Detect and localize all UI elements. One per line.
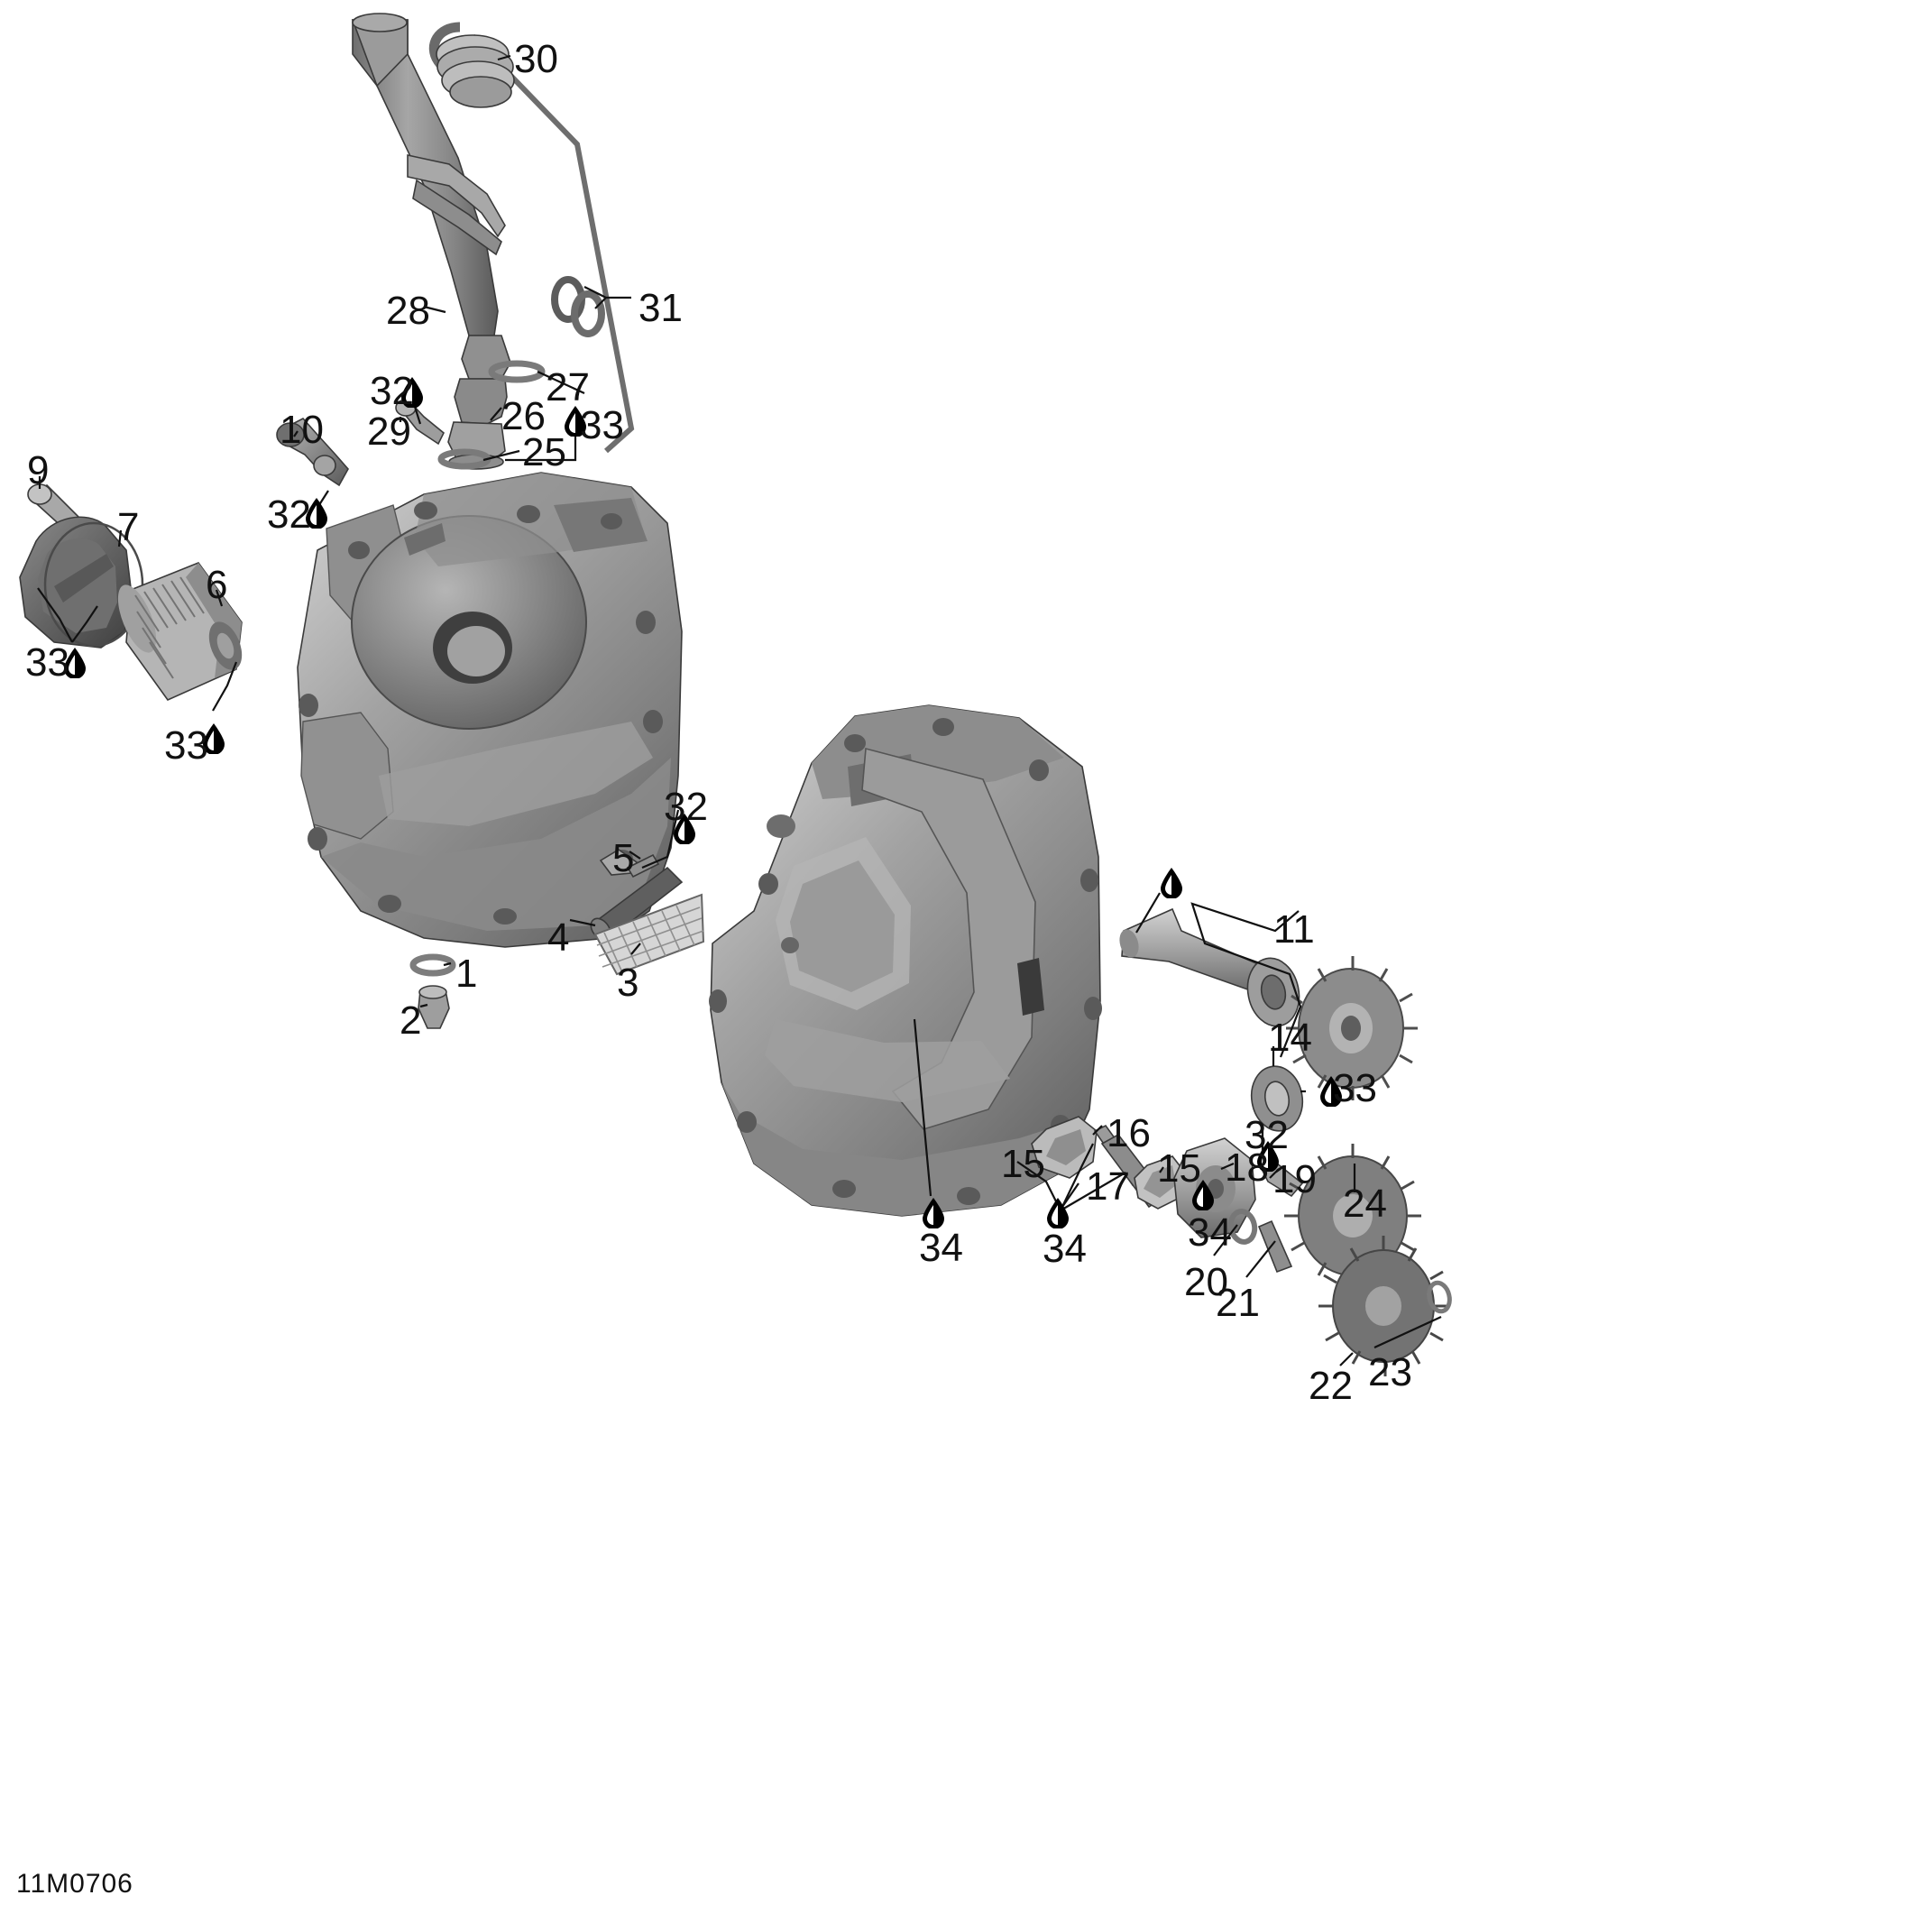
- callout-thread-locker-marker: 32: [1245, 1113, 1289, 1157]
- callout-drain-plug: 2: [400, 998, 422, 1043]
- lubricant-droplet-icon: [1046, 1198, 1070, 1229]
- lubricant-droplet-icon: [400, 377, 424, 409]
- callout-pump-shaft-pin: 17: [1086, 1164, 1130, 1209]
- lubricant-droplet-icon: [202, 723, 225, 755]
- callout-retaining-screw: 29: [367, 409, 411, 454]
- lubricant-droplet-icon: [305, 498, 328, 529]
- callout-pump-shaft: 16: [1107, 1111, 1151, 1155]
- callout-oil-dipstick: 30: [514, 37, 558, 81]
- callout-screw: 5: [612, 836, 635, 880]
- callout-oil-pump-rotor-inner: 15: [1157, 1146, 1201, 1191]
- callout-o-ring-small: 25: [522, 430, 566, 474]
- callout-grease-marker: 34: [1043, 1227, 1087, 1271]
- callout-grease-marker: 34: [1188, 1210, 1232, 1255]
- callout-lubricant-marker: 33: [580, 403, 624, 447]
- callout-pump-screw: 19: [1272, 1157, 1317, 1201]
- callout-lubricant-marker: 33: [164, 723, 208, 768]
- callout-balance-shaft-assembly: 11: [1273, 907, 1315, 952]
- callout-bearing: 14: [1268, 1016, 1312, 1060]
- callout-grease-marker: 34: [919, 1226, 963, 1270]
- drawing-code: 11M0706: [16, 1869, 133, 1899]
- callout-oil-filter-cover-o-ring: 7: [117, 505, 140, 549]
- callout-drive-pin: 21: [1216, 1281, 1260, 1325]
- callout-lower-sprocket: 22: [1309, 1364, 1353, 1408]
- callout-washer: 20: [1184, 1260, 1228, 1304]
- callout-lubricant-marker: 33: [25, 640, 69, 685]
- callout-dowel-pin: 4: [547, 915, 570, 960]
- callout-thread-locker-marker: 32: [370, 369, 414, 413]
- dipstick-art: [428, 22, 635, 454]
- callout-oil-filter-element: 6: [206, 563, 228, 607]
- lubricant-droplet-icon: [922, 1198, 945, 1229]
- callout-dipstick-tube: 28: [386, 289, 430, 333]
- callout-thread-locker-marker: 32: [267, 492, 311, 537]
- lubricant-droplet-icon: [63, 648, 87, 679]
- lubricant-droplet-icon: [1191, 1180, 1215, 1211]
- callout-lubricant-marker: 33: [1333, 1066, 1377, 1110]
- callout-oil-pump-rotor-outer: 15: [1001, 1142, 1045, 1186]
- callout-thread-locker-marker: 32: [664, 785, 708, 829]
- lubricant-droplet-icon: [1160, 868, 1183, 899]
- lubricant-droplet-icon: [564, 406, 587, 437]
- callout-oil-pump-housing: 18: [1225, 1145, 1269, 1190]
- callout-cover-screw: 9: [27, 448, 50, 492]
- lubricant-droplet-icon: [1319, 1076, 1343, 1108]
- callout-o-ring-upper: 27: [546, 365, 590, 409]
- callout-dipstick-o-rings: 31: [638, 286, 683, 330]
- callout-oil-pressure-switch: 10: [280, 408, 324, 452]
- lubricant-droplet-icon: [673, 814, 696, 845]
- callout-dipstick-tube-lower: 26: [501, 394, 546, 438]
- cover-screw-art: [27, 483, 88, 541]
- callout-oil-pump-gear: 24: [1343, 1182, 1387, 1226]
- lubricant-droplet-icon: [1256, 1141, 1280, 1173]
- callout-o-ring-seal: 1: [455, 952, 478, 996]
- strainer-hardware-art: [590, 849, 705, 976]
- callout-oil-strainer-screen: 3: [617, 961, 639, 1005]
- right-crankcase-half-art: [709, 704, 1102, 1217]
- callout-circlip: 23: [1368, 1350, 1412, 1394]
